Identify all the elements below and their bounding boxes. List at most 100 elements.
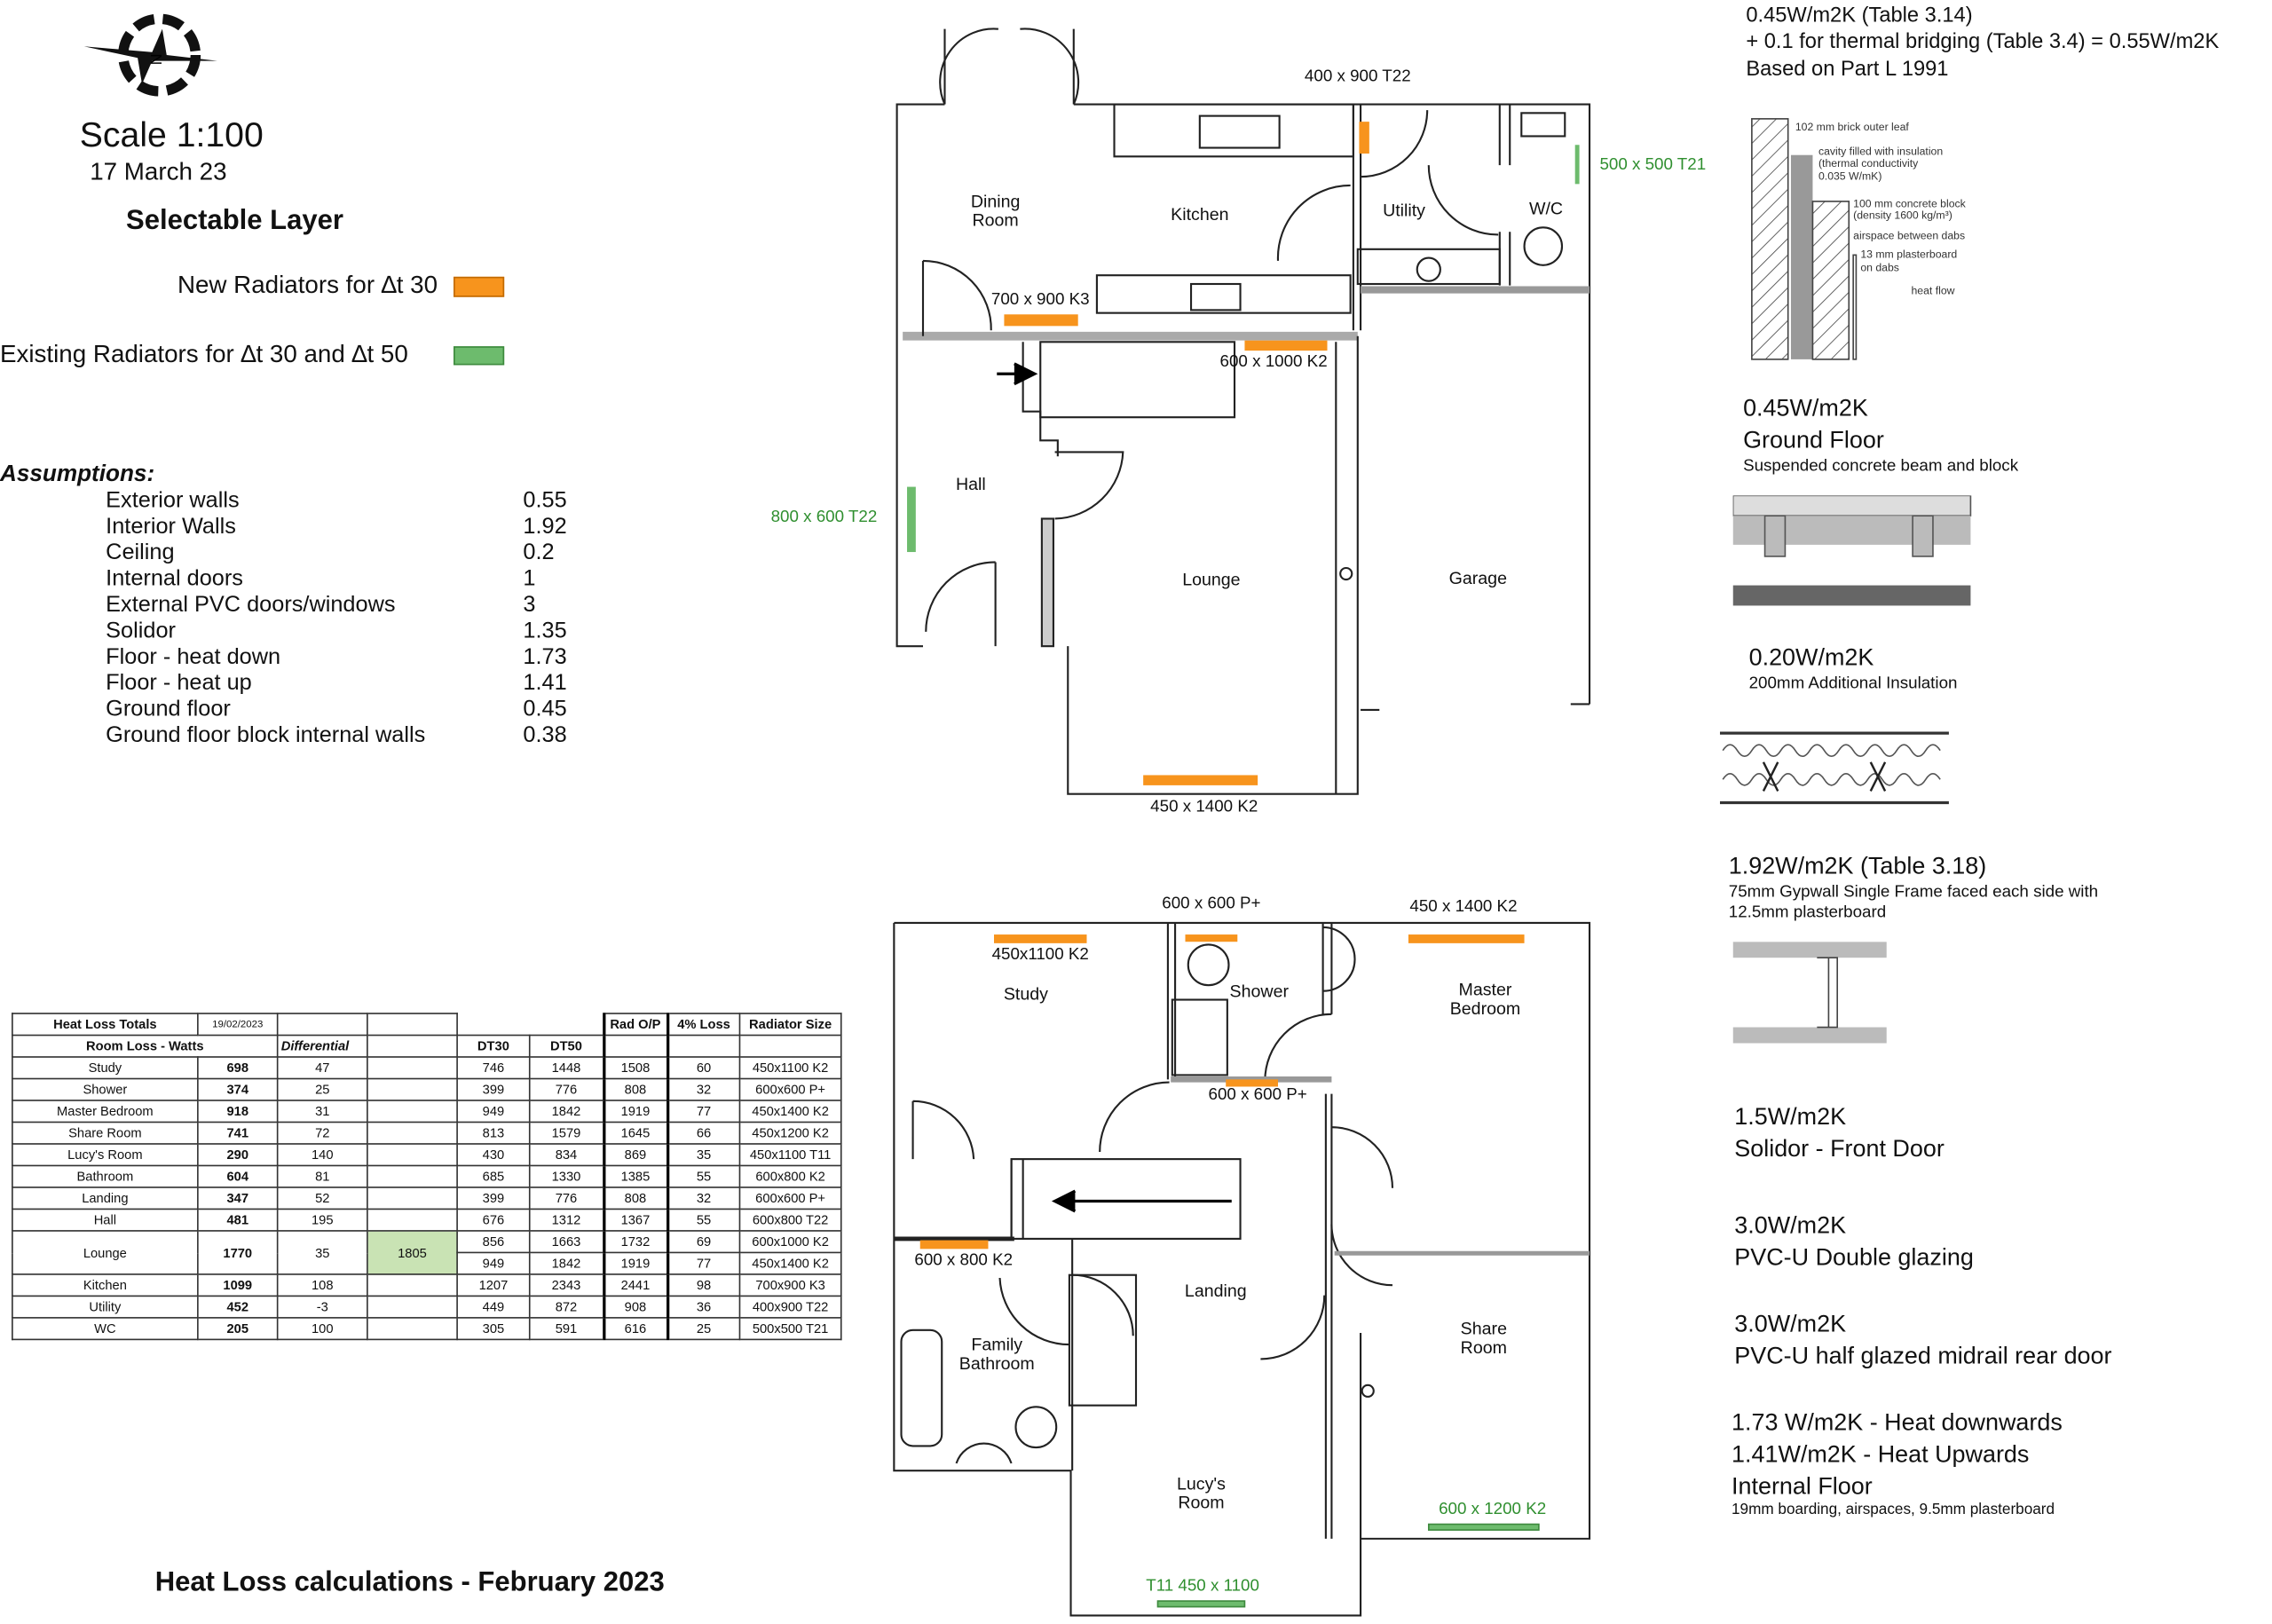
legend-new-swatch[interactable] [454,276,505,297]
room-loss: 604 [197,1164,279,1188]
rad-op: 1732 [602,1230,669,1254]
cavity-wall-annotations: 102 mm brick outer leaf cavity filled wi… [1795,120,1966,297]
table-title-row: Heat Loss Totals 19/02/2023 Rad O/P 4% L… [12,1013,842,1037]
insulation-u-value: 0.20W/m2K [1748,644,1874,671]
radiator-lounge-rear[interactable] [1244,340,1328,351]
gypwall-u-value: 1.92W/m2K (Table 3.18) [1728,853,1987,880]
ground-floor-desc: Suspended concrete beam and block [1743,457,2019,476]
scale-label: Scale 1:100 [79,115,264,155]
room-name: Landing [12,1186,199,1210]
differential: 195 [276,1208,368,1232]
radiator-size: 450x1200 K2 [738,1121,842,1145]
room-label-share-room: Share Room [1460,1318,1507,1359]
dt50: 776 [528,1186,604,1210]
dt50: 1663 [528,1230,604,1254]
radiator-master[interactable] [1408,934,1525,943]
room-label-lucys-room: Lucy's Room [1177,1473,1226,1513]
wall-thermal-bridging: + 0.1 for thermal bridging (Table 3.4) =… [1746,30,2220,54]
radiator-lounge-front[interactable] [1143,775,1258,785]
radiator-size: 450x1400 K2 [738,1251,842,1275]
dt30: 685 [456,1164,531,1188]
radiator-wc[interactable] [1574,145,1580,185]
combined-output [367,1273,458,1297]
radiator-label-hall: 800 x 600 T22 [770,508,878,526]
differential: 25 [276,1077,368,1101]
radiator-hall[interactable] [907,486,916,553]
room-name: Master Bedroom [12,1100,199,1123]
pvc-u-value: 3.0W/m2K [1734,1212,1847,1239]
room-name: Utility [12,1295,199,1319]
combined-output [367,1186,458,1210]
assumption-value: 1 [523,566,536,592]
radiator-bathroom[interactable] [919,1240,989,1250]
loss-4pct: 55 [667,1164,741,1188]
radiator-label-utility: 400 x 900 T22 [1304,67,1411,86]
loss-4pct: 32 [667,1186,741,1210]
room-name: Lounge [12,1230,199,1275]
rad-op: 1645 [602,1121,669,1145]
radiator-landing[interactable] [1226,1079,1278,1087]
differential: 31 [276,1100,368,1123]
radiator-size: 400x900 T22 [738,1295,842,1319]
room-label-family-bathroom: Family Bathroom [958,1334,1035,1375]
radiator-kitchen[interactable] [1004,314,1078,327]
combined-output [367,1317,458,1341]
combined-output [367,1295,458,1319]
room-label-hall: Hall [956,473,986,494]
rad-op: 2441 [602,1273,669,1297]
radiator-utility[interactable] [1359,122,1369,154]
radiator-lucy[interactable] [1156,1600,1246,1608]
room-loss: 205 [197,1317,279,1341]
assumption-label: Floor - heat up [106,670,252,696]
dt30: 430 [456,1143,531,1167]
differential: 100 [276,1317,368,1341]
loss-4pct: 32 [667,1077,741,1101]
assumption-label: Internal doors [106,566,243,592]
loss-4pct: 55 [667,1208,741,1232]
room-loss: 290 [197,1143,279,1167]
room-name: Study [12,1056,199,1080]
differential: 140 [276,1143,368,1167]
dt50: 1842 [528,1100,604,1123]
gypwall-desc-1: 75mm Gypwall Single Frame faced each sid… [1728,883,2099,902]
header-dt30: DT30 [456,1034,531,1058]
legend-existing-swatch[interactable] [454,346,505,366]
combined-output [367,1164,458,1188]
radiator-study[interactable] [993,934,1087,943]
header-rad-op: Rad O/P [602,1013,669,1037]
room-name: Share Room [12,1121,199,1145]
ground-floor-u-value: 0.45W/m2K [1743,395,1868,422]
radiator-label-landing: 600 x 600 P+ [1208,1086,1307,1105]
combined-output [367,1077,458,1101]
date-label: 17 March 23 [90,157,227,185]
radiator-label-lucy: T11 450 x 1100 [1146,1577,1259,1596]
radiator-share[interactable] [1427,1523,1540,1531]
header-differential: Differential [276,1034,368,1058]
room-name: Kitchen [12,1273,199,1297]
differential: 81 [276,1164,368,1188]
dt30: 399 [456,1186,531,1210]
rad-op: 1919 [602,1100,669,1123]
radiator-size: 600x800 K2 [738,1164,842,1188]
rad-op: 1367 [602,1208,669,1232]
room-label-utility: Utility [1383,200,1425,221]
room-label-garage: Garage [1448,567,1507,588]
radiator-size: 600x600 P+ [738,1186,842,1210]
rad-op: 1385 [602,1164,669,1188]
assumption-value: 0.38 [523,722,567,748]
assumption-label: Exterior walls [106,488,240,513]
solidor-title: Solidor - Front Door [1734,1135,1945,1163]
radiator-shower[interactable] [1185,934,1238,942]
radiator-size: 450x1400 K2 [738,1100,842,1123]
rad-op: 808 [602,1186,669,1210]
radiator-label-master: 450 x 1400 K2 [1409,898,1518,916]
differential: 35 [276,1230,368,1275]
dt50: 834 [528,1143,604,1167]
room-name: WC [12,1317,199,1341]
ground-floor-walls [895,28,1591,795]
